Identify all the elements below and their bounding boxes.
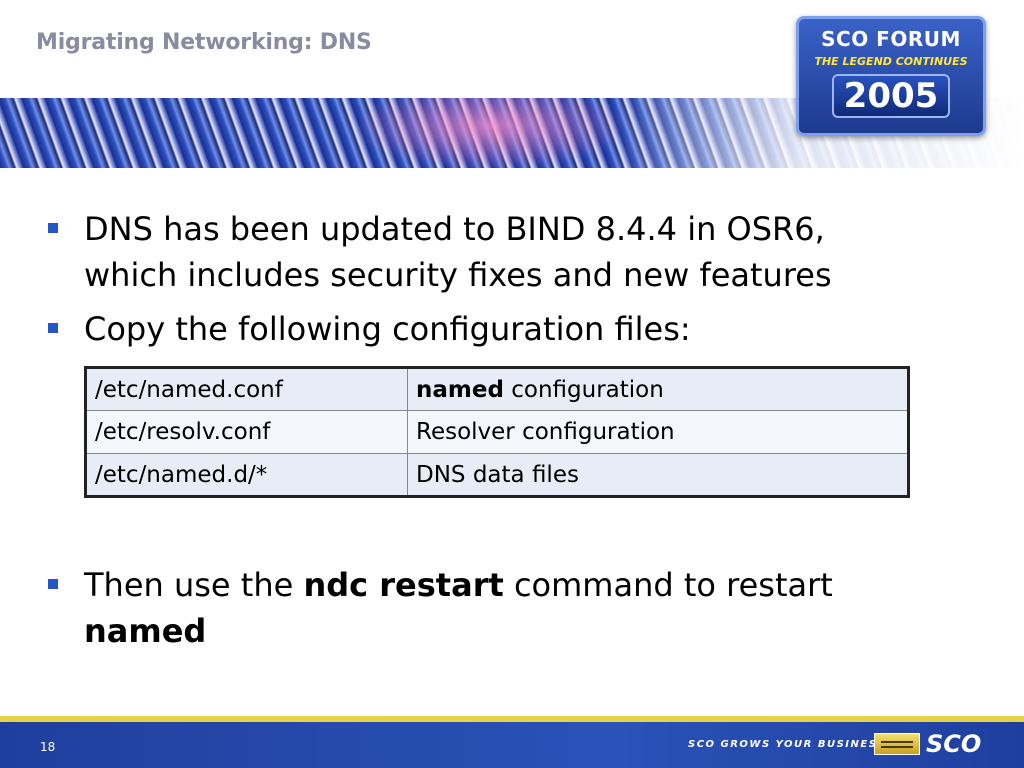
daemon-name: named [84,612,207,650]
bullet-item: DNS has been updated to BIND 8.4.4 in OS… [48,206,928,298]
sco-emblem-icon [874,733,920,755]
sco-forum-logo: SCO FORUM THE LEGEND CONTINUES 2005 [796,16,986,136]
file-path-cell: /etc/resolv.conf [85,410,408,454]
bullet-text: Copy the following configuration files: [84,310,691,348]
description-text: Resolver configuration [416,419,675,445]
bullet-list: DNS has been updated to BIND 8.4.4 in OS… [48,206,928,654]
bullet-text: DNS has been updated to BIND 8.4.4 in OS… [84,210,832,294]
square-bullet-icon [48,323,58,333]
command-name: ndc restart [303,566,504,604]
description-cell: Resolver configuration [407,410,909,454]
banner-glow [360,98,620,168]
footer-bar: 18 SCO GROWS YOUR BUSINESS SCO [0,722,1024,768]
bullet-text-mid: command to restart [503,566,833,604]
square-bullet-icon [48,223,58,233]
description-text: DNS data files [416,461,579,488]
table-row: /etc/named.conf named configuration [85,367,909,411]
config-files-table: /etc/named.conf named configuration /etc… [84,366,910,498]
description-cell: named configuration [407,367,909,411]
description-bold: named [416,376,504,403]
table-row: /etc/named.d/* DNS data files [85,453,909,497]
bullet-item: Then use the ndc restart command to rest… [48,562,928,654]
description-text: configuration [503,376,664,403]
sco-brand-logo: SCO [926,730,982,758]
footer-stripe [0,716,1024,724]
logo-year: 2005 [831,74,951,118]
bullet-item: Copy the following configuration files: [48,306,928,352]
slide-title: Migrating Networking: DNS [36,30,372,55]
logo-subtitle: THE LEGEND CONTINUES [814,55,968,68]
footer-tagline: SCO GROWS YOUR BUSINESS [688,739,886,750]
file-path-cell: /etc/named.d/* [85,453,408,497]
file-path-cell: /etc/named.conf [85,367,408,411]
bullet-text-pre: Then use the [84,566,304,604]
description-cell: DNS data files [407,453,909,497]
table-row: /etc/resolv.conf Resolver configuration [85,410,909,454]
page-number: 18 [40,740,56,754]
square-bullet-icon [48,579,58,589]
logo-title: SCO FORUM [821,27,961,51]
